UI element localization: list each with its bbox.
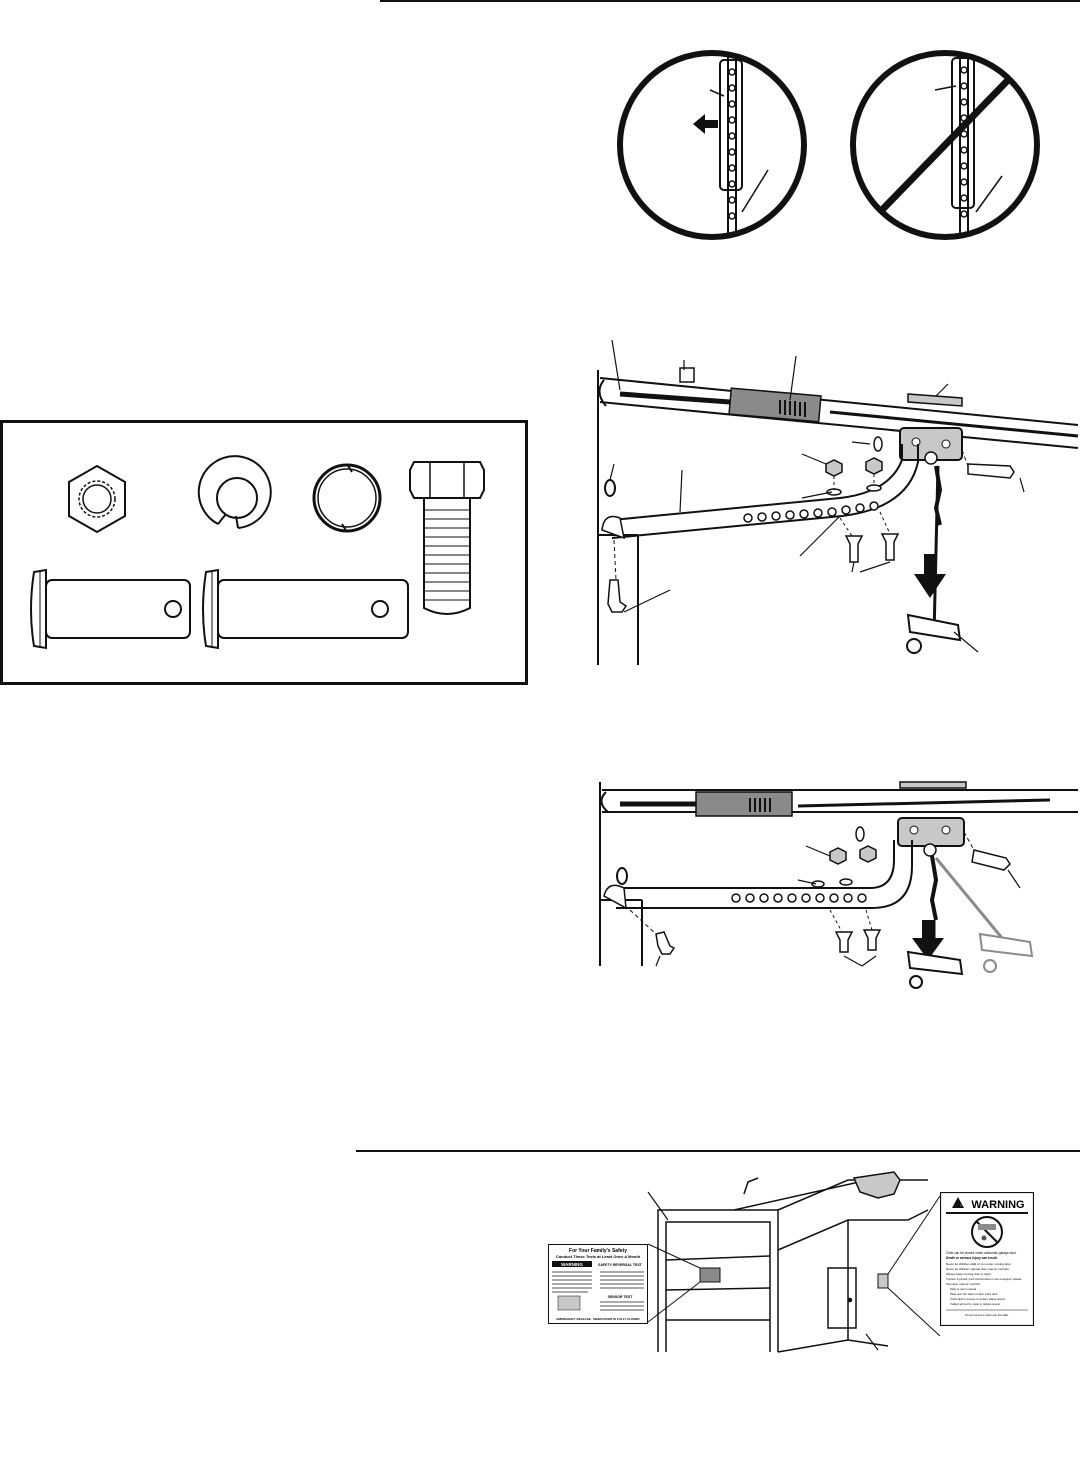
safety-label-title-2: Conduct These Tests at Least Once A Mont… — [556, 1254, 641, 1259]
warning-footer: Do not remove or paint over this label. — [965, 1313, 1009, 1317]
safety-label-warning: WARNING — [561, 1262, 583, 1267]
warning-triangle-icon — [952, 1197, 964, 1208]
safety-label-title-1: For Your Family's Safety — [569, 1248, 627, 1254]
incorrect-alignment-circle — [850, 50, 1040, 240]
warning-sub-2: Place one inch object on floor under doo… — [950, 1292, 998, 1296]
ring-fastener-icon — [312, 463, 382, 533]
release-handle — [906, 613, 962, 654]
svg-text:!: ! — [961, 1204, 962, 1208]
clevis-pin-short-icon — [30, 568, 191, 650]
child-entrapment-warning-label: ! WARNING Child can be pinned under auto… — [940, 1192, 1034, 1326]
safety-label-section-left: SAFETY REVERSAL TEST — [598, 1263, 642, 1267]
safety-label-emergency: EMERGENCY RELEASE - WHEN DOOR IS FULLY C… — [556, 1317, 640, 1321]
hex-nut-icon — [68, 464, 126, 534]
garage-safety-labels-figure — [548, 1170, 1080, 1370]
door-arm-alternate-figure — [590, 770, 1080, 990]
trolley — [728, 387, 822, 423]
warning-bullet-1: Never let children walk or run under mov… — [946, 1262, 1012, 1266]
lock-washer-icon — [197, 455, 272, 529]
top-rule — [380, 0, 1080, 2]
warning-sub-4: If adjust will not fix, repair or replac… — [950, 1302, 1001, 1306]
door-arm-assembly-figure — [590, 340, 1080, 670]
hardware-box — [0, 420, 528, 685]
warning-line-2: Death or serious injury can result. — [946, 1256, 998, 1260]
warning-sub-3: If door fails to reverse on contact, adj… — [950, 1297, 1006, 1301]
warning-sub-1: Refer to user's manual. — [950, 1287, 977, 1291]
warning-title: WARNING — [971, 1199, 1024, 1211]
warning-bullet-2: Never let children operate door opener c… — [946, 1267, 1010, 1271]
safety-label-section-right: SENSOR TEST — [608, 1295, 634, 1299]
warning-bullet-4: If person is pinned, push control button… — [946, 1277, 1022, 1281]
correct-alignment-circle — [617, 50, 807, 240]
monthly-safety-test-label: For Your Family's Safety Conduct These T… — [548, 1244, 648, 1324]
warning-line-1: Child can be pinned under automatic gara… — [946, 1251, 1017, 1255]
clevis-pin-long-icon — [202, 568, 409, 650]
warning-bullet-5: Test door opener monthly: — [946, 1282, 981, 1286]
carriage-bolt-icon — [409, 461, 485, 615]
section-rule — [356, 1150, 1080, 1152]
trolley-bracket — [899, 427, 963, 465]
left-arrow-icon — [693, 114, 718, 134]
bracket-alignment-figure — [610, 40, 1060, 250]
warning-bullet-3: Always keep moving door in sight. — [946, 1272, 992, 1276]
prohibited-slash — [877, 75, 1013, 215]
down-arrow-icon — [914, 554, 946, 598]
